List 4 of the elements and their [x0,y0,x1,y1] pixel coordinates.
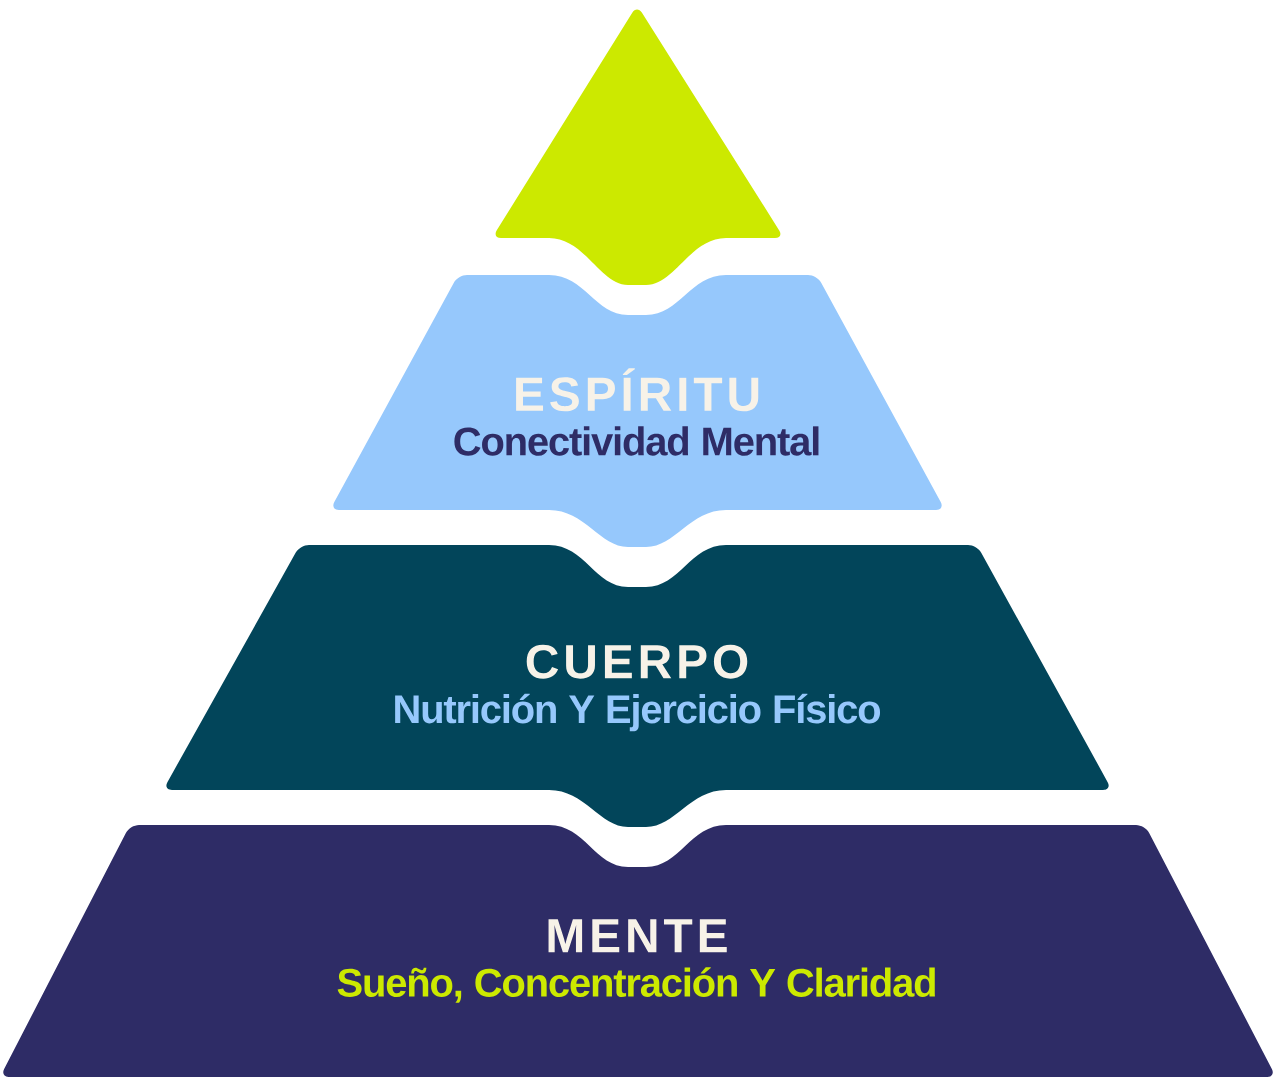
pyramid-tier: CUERPO Nutrición Y Ejercicio Físico [166,545,1109,827]
pyramid-top [495,9,781,285]
pyramid-tier: MENTE Sueño, Concentración Y Claridad [3,825,1273,1077]
pyramid-tier: ESPÍRITU Conectividad Mental [333,275,942,547]
